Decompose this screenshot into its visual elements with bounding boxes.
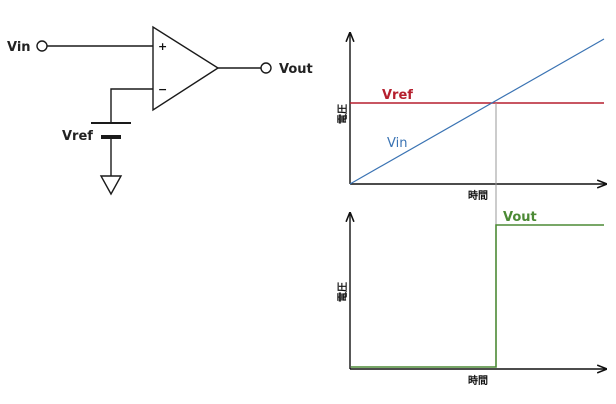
vref-wire bbox=[110, 88, 153, 122]
output-voltage-chart: 電圧 時間 Vout bbox=[337, 210, 606, 387]
minus-sign: − bbox=[158, 83, 167, 96]
input-chart-y-label: 電圧 bbox=[337, 104, 349, 124]
input-voltage-chart: 電圧 時間 Vref Vin bbox=[337, 33, 606, 202]
ground-symbol bbox=[99, 175, 123, 196]
output-chart-x-label: 時間 bbox=[468, 374, 488, 387]
vin-label: Vin bbox=[7, 40, 31, 55]
input-chart-x-label: 時間 bbox=[468, 189, 488, 202]
plus-sign: + bbox=[158, 40, 167, 53]
vout-label: Vout bbox=[279, 62, 313, 77]
vin-chart-label: Vin bbox=[387, 136, 407, 151]
comparator-circuit bbox=[36, 25, 272, 196]
output-chart-y-label: 電圧 bbox=[337, 282, 349, 302]
vin-ramp-line bbox=[349, 38, 605, 185]
op-amp-triangle bbox=[152, 25, 220, 112]
vin-terminal bbox=[36, 40, 48, 52]
vout-terminal bbox=[260, 62, 272, 74]
vref-chart-label: Vref bbox=[382, 88, 413, 103]
vout-step-line bbox=[351, 224, 604, 368]
vout-chart-label: Vout bbox=[503, 210, 537, 225]
vref-circuit-label: Vref bbox=[62, 129, 93, 144]
